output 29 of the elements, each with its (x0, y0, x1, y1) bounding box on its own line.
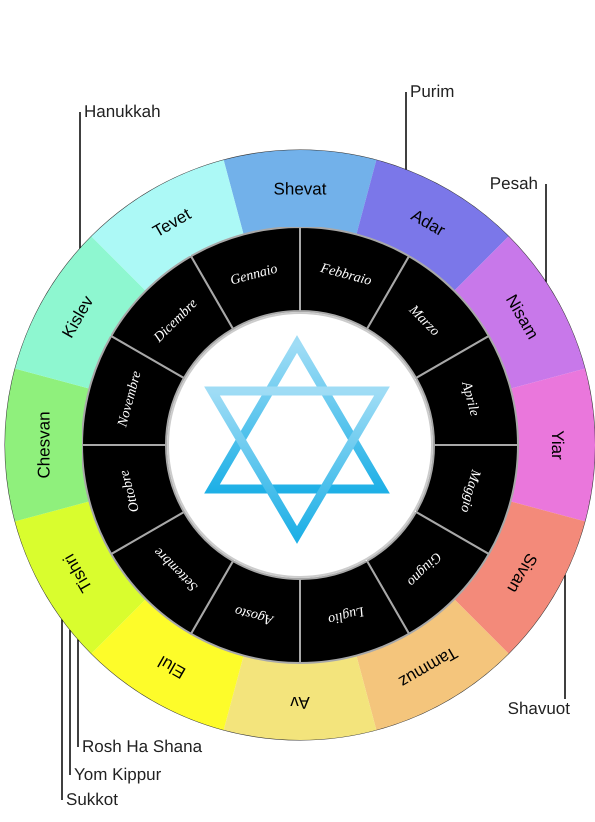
month-name: Maggio (456, 466, 484, 514)
leader-line (564, 574, 566, 699)
month-name: Yiar (546, 430, 568, 460)
month-name: Tevet (148, 203, 195, 244)
month-name: Febbraio (318, 260, 374, 291)
holiday-label: Hanukkah (84, 101, 161, 124)
holiday-label: Purim (410, 81, 454, 104)
month-name: Chesvan (32, 411, 54, 479)
holiday-label: Sukkot (66, 789, 118, 812)
holiday-label: Yom Kippur (74, 764, 162, 786)
holiday-label: Shavuot (508, 698, 570, 720)
holiday-label: Rosh Ha Shana (82, 736, 202, 758)
leader-line (545, 184, 547, 282)
leader-line (61, 619, 63, 800)
leader-line (69, 630, 71, 775)
leader-line (79, 112, 81, 248)
leader-line (405, 92, 407, 170)
month-name: Ottobre (116, 467, 144, 514)
month-name: Av (290, 691, 310, 714)
month-name: Agosto (232, 602, 276, 630)
month-name: Aprile (457, 380, 483, 420)
month-name: Luglio (325, 602, 366, 629)
month-name: Gennaio (228, 260, 280, 290)
holiday-label: Pesah (490, 173, 538, 196)
month-name: Adar (407, 204, 450, 242)
month-name: Elul (154, 651, 190, 685)
month-name: Shevat (274, 178, 326, 200)
month-name: Novembre (114, 369, 146, 430)
leader-line (77, 639, 79, 747)
